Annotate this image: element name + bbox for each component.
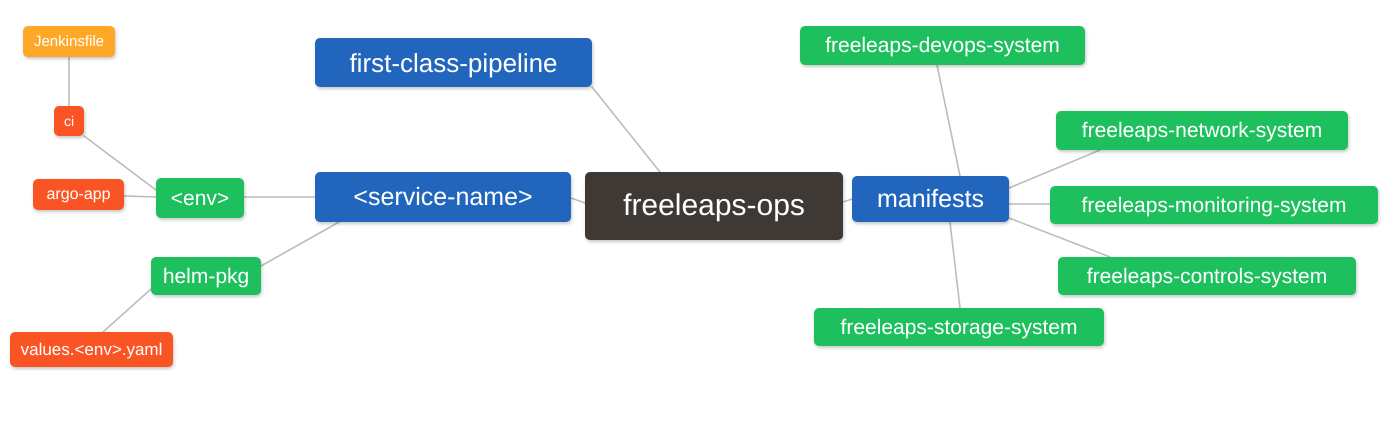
- node-label-manifests: manifests: [877, 184, 984, 213]
- node-freeleaps-monitoring-system[interactable]: freeleaps-monitoring-system: [1050, 186, 1378, 224]
- node-label-env: <env>: [170, 186, 230, 210]
- node-freeleaps-controls-system[interactable]: freeleaps-controls-system: [1058, 257, 1356, 295]
- node-label-argo-app: argo-app: [46, 185, 111, 203]
- node-argo-app[interactable]: argo-app: [33, 179, 124, 210]
- node-freeleaps-storage-system[interactable]: freeleaps-storage-system: [814, 308, 1104, 346]
- edge-root-to-first-class-pipeline: [591, 86, 661, 173]
- node-label-helm-pkg: helm-pkg: [162, 264, 250, 288]
- node-label-service-name: <service-name>: [353, 182, 533, 211]
- node-label-freeleaps-network-system: freeleaps-network-system: [1081, 119, 1323, 142]
- edge-helm-pkg-to-values-env-yaml: [102, 288, 152, 333]
- node-freeleaps-network-system[interactable]: freeleaps-network-system: [1056, 111, 1348, 150]
- node-jenkinsfile[interactable]: Jenkinsfile: [23, 26, 115, 57]
- edge-service-name-to-helm-pkg: [260, 221, 340, 267]
- node-service-name[interactable]: <service-name>: [315, 172, 571, 222]
- node-label-first-class-pipeline: first-class-pipeline: [349, 47, 558, 78]
- node-label-freeleaps-devops-system: freeleaps-devops-system: [825, 34, 1060, 57]
- edge-env-to-argo-app: [123, 195, 157, 198]
- node-label-freeleaps-monitoring-system: freeleaps-monitoring-system: [1081, 193, 1347, 217]
- node-values-env-yaml[interactable]: values.<env>.yaml: [10, 332, 173, 367]
- edge-manifests-to-freeleaps-devops-system: [936, 64, 961, 177]
- node-freeleaps-devops-system[interactable]: freeleaps-devops-system: [800, 26, 1085, 65]
- node-root[interactable]: freeleaps-ops: [585, 172, 843, 240]
- node-label-freeleaps-storage-system: freeleaps-storage-system: [840, 315, 1078, 339]
- node-helm-pkg[interactable]: helm-pkg: [151, 257, 261, 295]
- node-manifests[interactable]: manifests: [852, 176, 1009, 222]
- node-first-class-pipeline[interactable]: first-class-pipeline: [315, 38, 592, 87]
- edge-root-to-service-name: [570, 197, 586, 204]
- node-label-root: freeleaps-ops: [623, 189, 805, 222]
- node-label-freeleaps-controls-system: freeleaps-controls-system: [1086, 264, 1328, 288]
- node-label-values-env-yaml: values.<env>.yaml: [20, 340, 163, 359]
- node-ci[interactable]: ci: [54, 106, 84, 136]
- edge-manifests-to-freeleaps-network-system: [1008, 149, 1101, 189]
- edge-manifests-to-freeleaps-storage-system: [949, 221, 961, 309]
- edge-root-to-manifests: [842, 198, 853, 203]
- node-env[interactable]: <env>: [156, 178, 244, 218]
- node-label-ci: ci: [63, 113, 75, 129]
- node-label-jenkinsfile: Jenkinsfile: [33, 33, 105, 50]
